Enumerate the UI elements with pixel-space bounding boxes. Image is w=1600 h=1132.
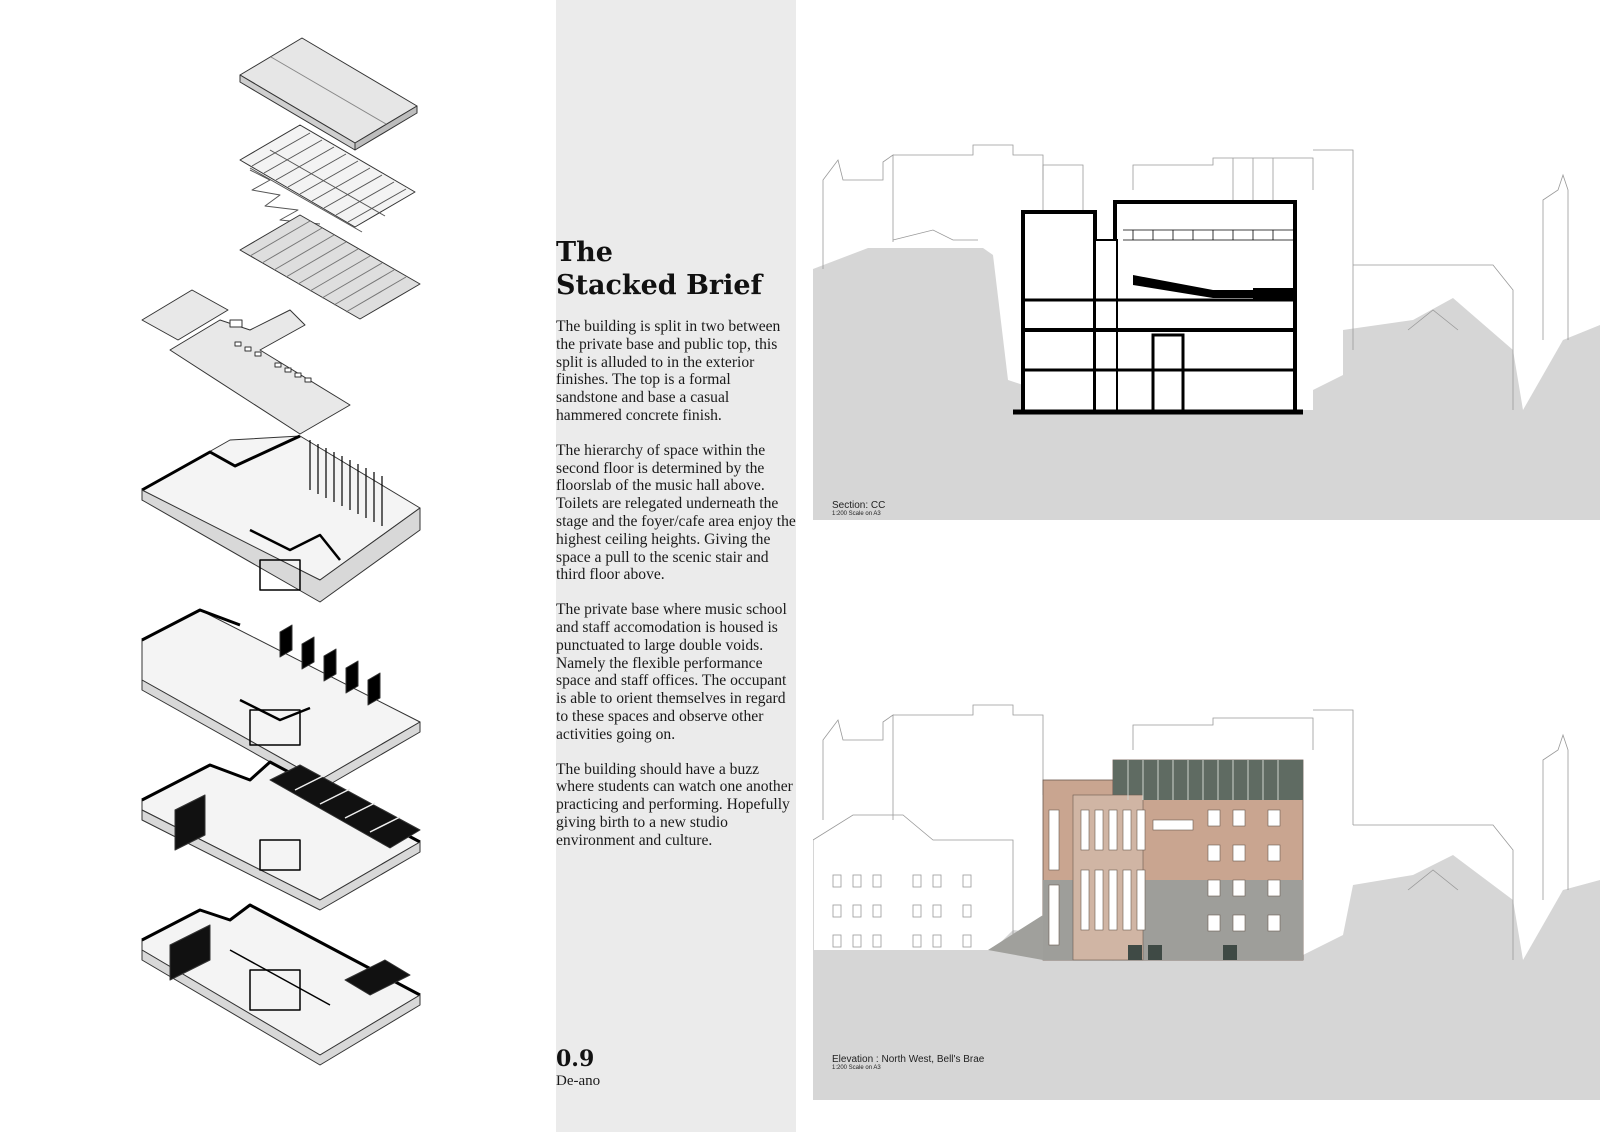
description-body: The building is split in two between the… xyxy=(556,318,796,867)
section-caption: Section: CC xyxy=(832,500,886,511)
title-line-1: The xyxy=(556,237,613,268)
paragraph: The building should have a buzz where st… xyxy=(556,760,793,849)
level-1-plan xyxy=(141,608,421,791)
sheet-number: 0.9 xyxy=(556,1046,595,1072)
paragraph: The hierarchy of space within the second… xyxy=(556,441,796,584)
basement-plan xyxy=(141,903,421,1066)
level-2-plan xyxy=(141,434,421,603)
truss-layer xyxy=(239,124,416,233)
axonometric-drawing xyxy=(141,37,421,1066)
ground-mass xyxy=(813,855,1600,1100)
context-buildings xyxy=(812,704,1569,960)
elevation-scale: 1:200 Scale on A3 xyxy=(832,1065,881,1071)
text-column: The Stacked Brief The building is split … xyxy=(556,0,796,1132)
exploded-axonometric xyxy=(130,20,450,1110)
ground-plan xyxy=(141,760,421,911)
auditorium-rake xyxy=(239,214,421,320)
title-line-2: Stacked Brief xyxy=(556,270,763,301)
elevation-caption-block: Elevation : North West, Bell's Brae 1:20… xyxy=(832,1054,984,1071)
section-cc-svg xyxy=(813,144,1600,520)
section-caption-block: Section: CC 1:200 Scale on A3 xyxy=(832,500,885,517)
context-buildings xyxy=(822,144,1569,410)
roof-layer xyxy=(239,37,418,151)
elevation-svg xyxy=(812,704,1600,1100)
elevation-drawing xyxy=(812,700,1600,1102)
slab-layer xyxy=(141,289,351,435)
building-section-cut xyxy=(1013,200,1303,415)
paragraph: The private base where music school and … xyxy=(556,601,787,743)
ground-mass xyxy=(813,248,1600,520)
page-title: The Stacked Brief xyxy=(556,236,796,302)
elevation-caption: Elevation : North West, Bell's Brae xyxy=(832,1054,985,1065)
section-scale: 1:200 Scale on A3 xyxy=(832,511,881,517)
author-name: De-ano xyxy=(556,1073,601,1089)
building-facade xyxy=(988,759,1304,961)
section-drawing xyxy=(813,140,1600,534)
paragraph: The building is split in two between the… xyxy=(556,318,781,424)
